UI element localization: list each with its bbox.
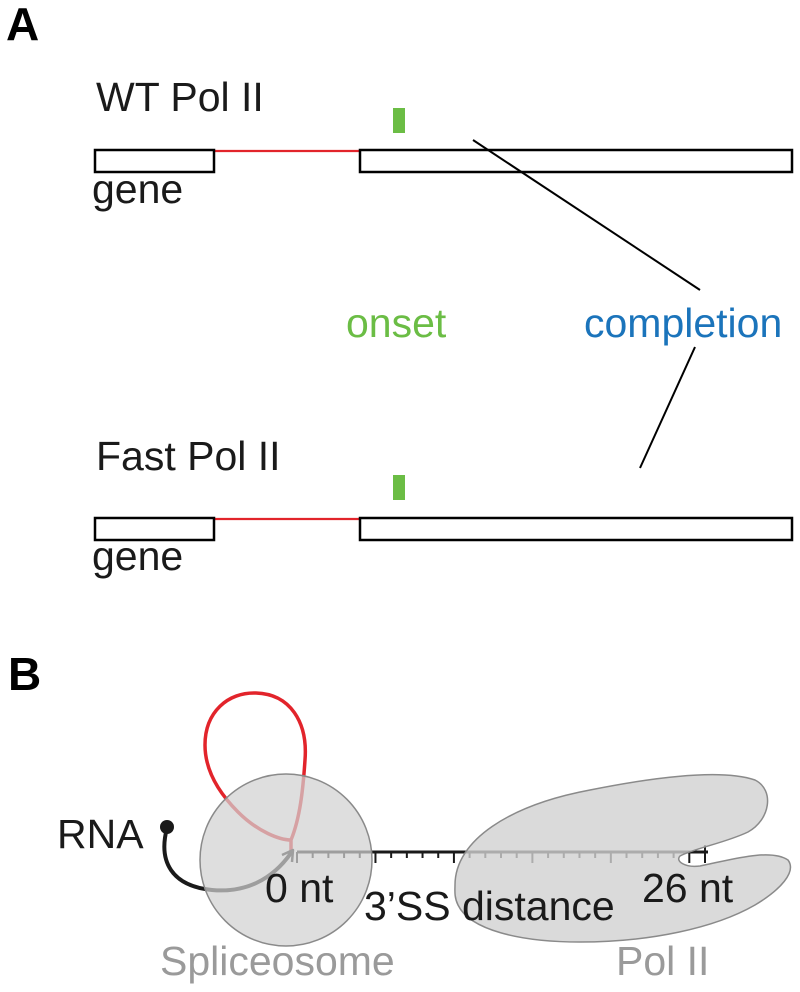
fast-pol2-title: Fast Pol II <box>96 433 281 479</box>
rna-end-dot <box>160 820 174 834</box>
panel-a-label: A <box>6 0 39 50</box>
ruler-axis-label: 3’SS distance <box>364 883 615 929</box>
pol2-label: Pol II <box>616 938 709 984</box>
panel-b-label: B <box>8 648 41 700</box>
wt-onset-marker <box>393 108 405 133</box>
completion-label: completion <box>584 300 782 346</box>
fast-exon-1 <box>93 516 216 542</box>
rna-label: RNA <box>57 811 144 857</box>
panel-b: B RNA 0 nt 3’SS distance 26 nt Spliceoso… <box>8 648 792 984</box>
wt-exon-2 <box>358 148 794 174</box>
fast-exon-2 <box>358 516 794 542</box>
ruler-start-label: 0 nt <box>265 865 334 911</box>
wt-completion-pointer-line <box>472 139 701 291</box>
pol2-complex-shape <box>454 773 792 943</box>
fast-completion-pointer-line <box>639 346 696 469</box>
onset-label: onset <box>346 300 447 346</box>
fast-gene-label: gene <box>92 533 183 579</box>
fast-onset-marker <box>393 475 405 500</box>
panel-a: A WT Pol II gene onset completion Fast P… <box>6 0 794 579</box>
spliceosome-label: Spliceosome <box>160 938 395 984</box>
wt-pol2-title: WT Pol II <box>96 74 264 120</box>
wt-gene-label: gene <box>92 166 183 212</box>
fast-track: Fast Pol II gene <box>92 433 794 579</box>
ruler-end-label: 26 nt <box>642 865 734 911</box>
wt-track: WT Pol II gene <box>92 74 794 212</box>
spliceosome-complex-shape <box>199 773 373 947</box>
wt-exon-1 <box>93 148 216 174</box>
